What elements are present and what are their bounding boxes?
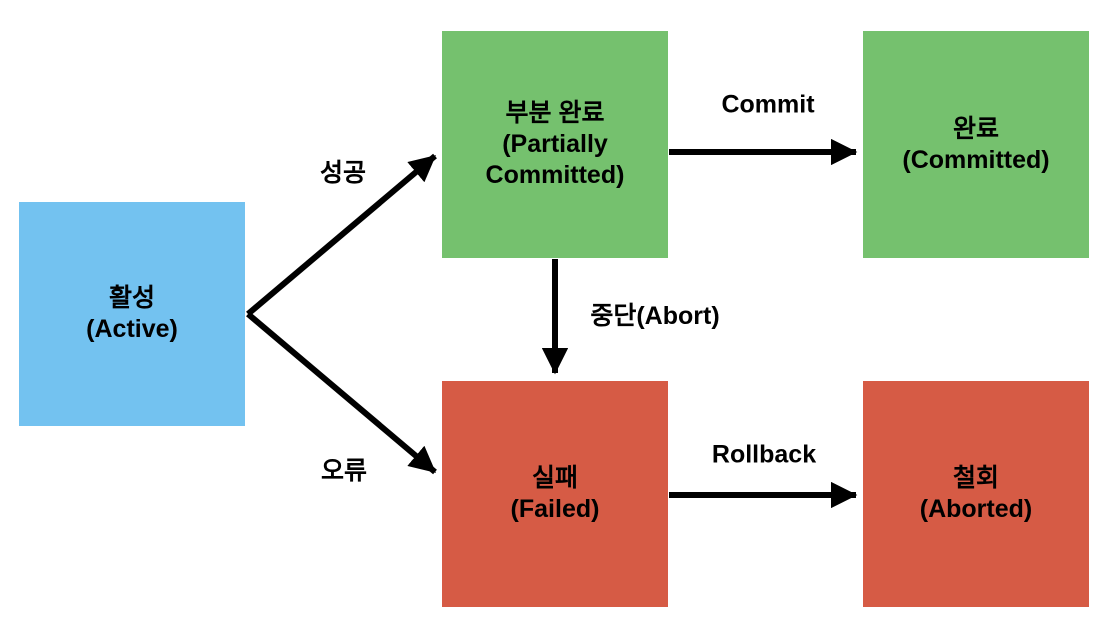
edge-label-success: 성공	[319, 159, 367, 187]
node-failed-name-ko: 실패	[531, 464, 578, 492]
node-partially-committed-name-ko: 부분 완료	[505, 99, 605, 127]
node-failed-label: 실패 (Failed)	[442, 381, 668, 607]
node-failed-rect	[442, 381, 668, 607]
node-active-rect	[19, 202, 245, 426]
node-partially-committed-label: 부분 완료 (Partially Committed)	[442, 31, 668, 258]
node-aborted-rect	[863, 381, 1089, 607]
node-committed-label: 완료 (Committed)	[863, 31, 1089, 258]
node-committed-name-en: (Committed)	[902, 145, 1050, 174]
edge-label-commit: Commit	[721, 90, 815, 119]
node-committed-rect	[863, 31, 1089, 258]
node-failed-name-en: (Failed)	[510, 495, 600, 523]
node-active-name-ko: 활성	[108, 284, 155, 312]
arrow-active-to-failed	[246, 311, 437, 475]
node-aborted-name-ko: 철회	[952, 464, 999, 492]
node-aborted-name-en: (Aborted)	[919, 495, 1033, 523]
node-partially-committed-rect	[442, 31, 668, 258]
edge-label-error: 오류	[320, 457, 368, 485]
node-partially-committed-name-en: (Partially Committed)	[485, 130, 625, 189]
node-active-label: 활성 (Active)	[19, 202, 245, 426]
node-aborted-label: 철회 (Aborted)	[863, 381, 1089, 607]
node-active-name-en: (Active)	[86, 315, 178, 343]
edge-label-rollback: Rollback	[711, 440, 817, 469]
node-committed-name-ko: 완료	[952, 114, 999, 143]
edge-label-abort: 중단(Abort)	[590, 302, 720, 330]
arrow-active-to-partially-committed	[246, 153, 437, 317]
